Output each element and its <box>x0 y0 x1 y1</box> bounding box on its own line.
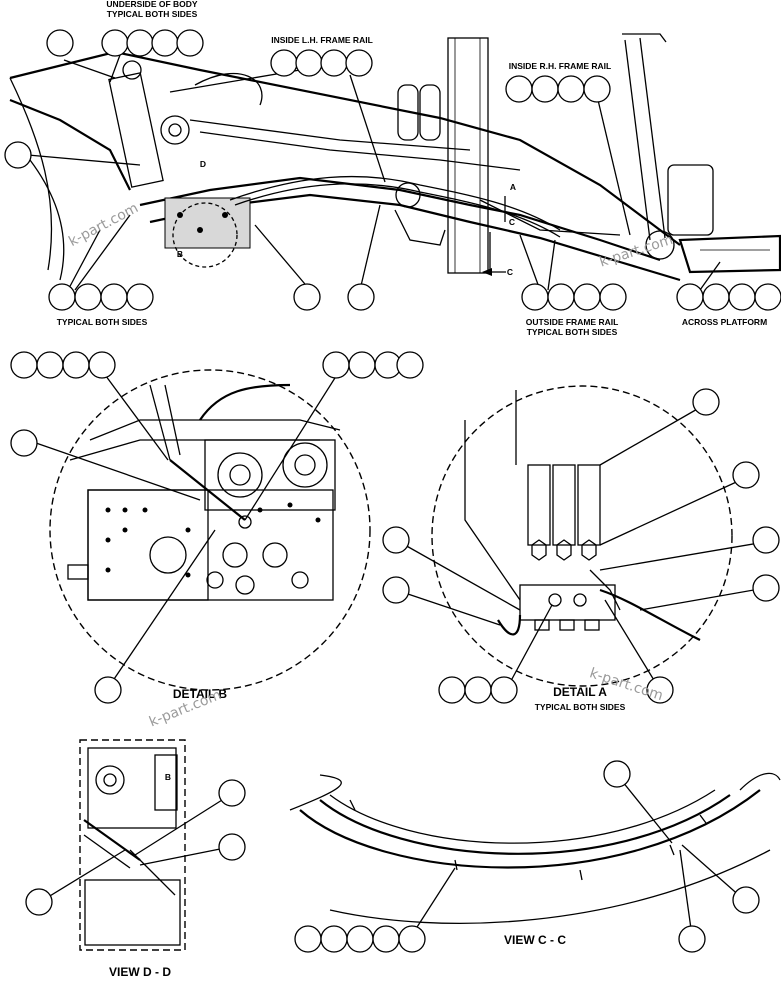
label-across-platform: ACROSS PLATFORM <box>681 317 768 327</box>
label-outside-frame-rail: OUTSIDE FRAME RAIL TYPICAL BOTH SIDES <box>512 317 632 338</box>
marker-b: B <box>176 249 184 259</box>
label-detail-a-sub: TYPICAL BOTH SIDES <box>534 702 626 712</box>
main-view-callouts <box>4 29 781 311</box>
label-view-c-c: VIEW C - C <box>504 933 566 947</box>
main-view-leaders <box>27 54 721 291</box>
view-d-d <box>79 739 186 951</box>
detail-a-callouts <box>382 388 780 704</box>
marker-c-upper: C <box>508 217 516 227</box>
view-c-c-leaders <box>409 775 743 939</box>
view-c-c-callouts <box>294 760 760 953</box>
label-inside-lh-frame-rail: INSIDE L.H. FRAME RAIL <box>271 35 373 45</box>
detail-b-callouts <box>10 351 424 704</box>
label-detail-b: DETAIL B <box>172 687 228 701</box>
label-inside-rh-frame-rail: INSIDE R.H. FRAME RAIL <box>508 61 612 71</box>
label-detail-a: DETAIL A <box>553 685 607 699</box>
label-typical-both-sides: TYPICAL BOTH SIDES <box>56 317 148 327</box>
label-underside-body: UNDERSIDE OF BODY TYPICAL BOTH SIDES <box>92 0 212 20</box>
marker-a: A <box>509 182 517 192</box>
marker-b-view-dd: B <box>164 772 172 782</box>
view-d-d-leaders <box>39 794 231 903</box>
view-c-c <box>289 772 781 924</box>
detail-a-leaders <box>395 403 766 691</box>
label-outside-frame-rail-text: OUTSIDE FRAME RAIL TYPICAL BOTH SIDES <box>525 317 619 337</box>
detail-b-leaders <box>35 367 341 689</box>
marker-d: D <box>199 159 207 169</box>
detail-a <box>431 385 733 687</box>
view-d-d-callouts <box>25 779 246 916</box>
label-view-d-d: VIEW D - D <box>109 965 171 979</box>
label-underside-body-text: UNDERSIDE OF BODY TYPICAL BOTH SIDES <box>106 0 198 19</box>
detail-b <box>49 369 371 691</box>
marker-c-lower: C <box>506 267 514 277</box>
main-side-view <box>9 33 781 282</box>
